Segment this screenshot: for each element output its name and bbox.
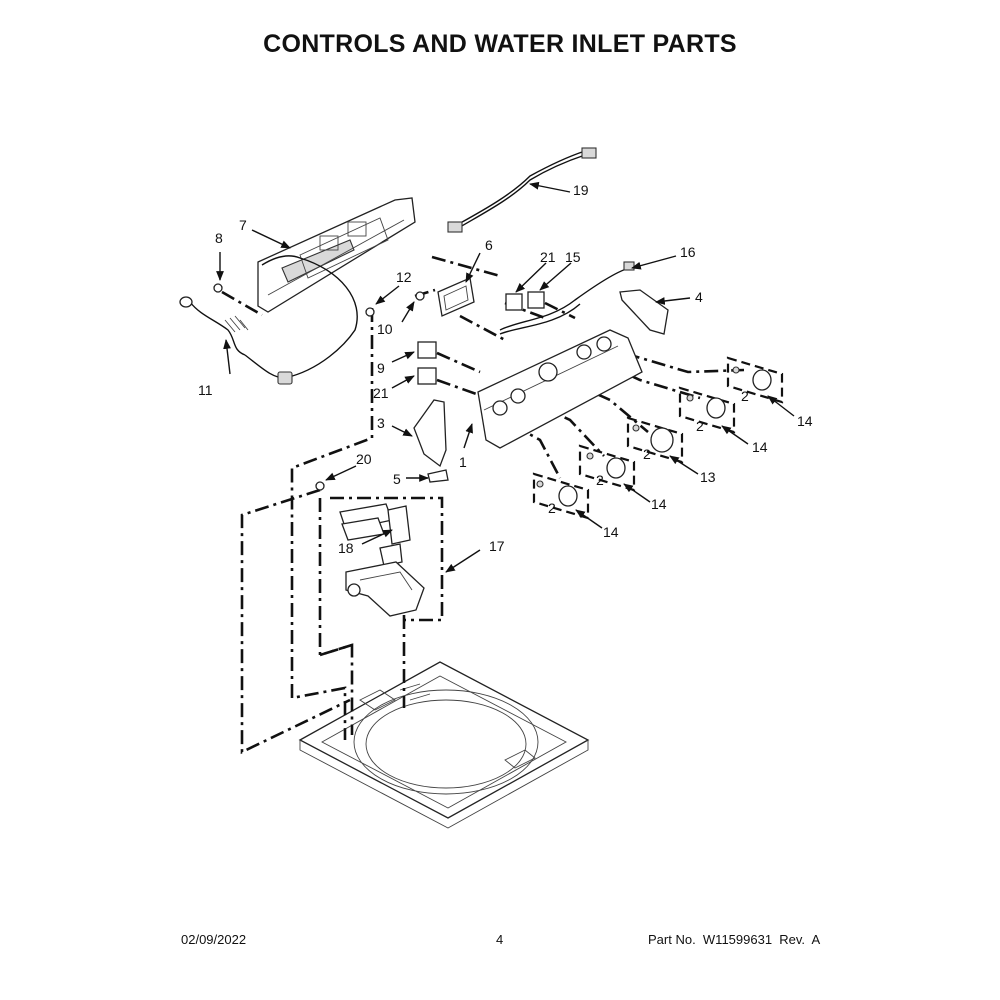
callout-10: 10 xyxy=(377,321,393,337)
power-cord xyxy=(179,255,358,385)
cabinet-top xyxy=(298,661,590,829)
callout-12: 12 xyxy=(396,269,412,285)
callout-16: 16 xyxy=(680,244,696,260)
callout-14-third: 14 xyxy=(651,496,667,512)
callout-21-top: 21 xyxy=(540,249,556,265)
console-end-cap xyxy=(619,289,669,335)
callout-2-fifth: 2 xyxy=(548,500,556,516)
callout-11: 11 xyxy=(198,382,213,398)
callout-17: 17 xyxy=(489,538,505,554)
wire-harness xyxy=(447,147,597,233)
callout-5: 5 xyxy=(393,471,401,487)
callout-14-fourth: 14 xyxy=(603,524,619,540)
callout-4: 4 xyxy=(695,289,703,305)
callout-20: 20 xyxy=(356,451,372,467)
callout-6: 6 xyxy=(485,237,493,253)
callout-21-bottom: 21 xyxy=(373,385,389,401)
user-interface-board xyxy=(437,277,475,317)
console-end-cap-left xyxy=(413,399,449,483)
callout-14-first: 14 xyxy=(797,413,813,429)
callout-15: 15 xyxy=(565,249,581,265)
console-rear-panel xyxy=(257,197,416,313)
footer-part-number: Part No. W11599631 Rev. A xyxy=(648,932,821,947)
callout-18: 18 xyxy=(338,540,354,556)
callout-2-third: 2 xyxy=(643,446,651,462)
callout-2-first: 2 xyxy=(741,388,749,404)
control-console xyxy=(477,329,643,449)
callout-13: 13 xyxy=(700,469,716,485)
switches xyxy=(417,291,545,385)
switch-wiring xyxy=(499,261,635,335)
knobs xyxy=(536,366,772,507)
callout-14-second: 14 xyxy=(752,439,768,455)
water-inlet-valve-assembly xyxy=(339,503,425,617)
callout-1: 1 xyxy=(459,454,467,470)
page-title: CONTROLS AND WATER INLET PARTS xyxy=(263,30,737,58)
callout-numbers: 7 8 19 6 21 15 16 12 4 10 11 9 21 3 1 20… xyxy=(198,182,813,556)
callout-8: 8 xyxy=(215,230,223,246)
callout-2-fourth: 2 xyxy=(596,472,604,488)
callout-2-second: 2 xyxy=(696,418,704,434)
screws xyxy=(213,283,425,491)
footer-date: 02/09/2022 xyxy=(181,932,247,947)
callout-7: 7 xyxy=(239,217,247,233)
leader-lines xyxy=(216,181,795,573)
callout-3: 3 xyxy=(377,415,385,431)
connection-lines xyxy=(221,255,784,755)
callout-9: 9 xyxy=(377,360,385,376)
callout-19: 19 xyxy=(573,182,589,198)
footer-page-number: 4 xyxy=(496,932,504,947)
